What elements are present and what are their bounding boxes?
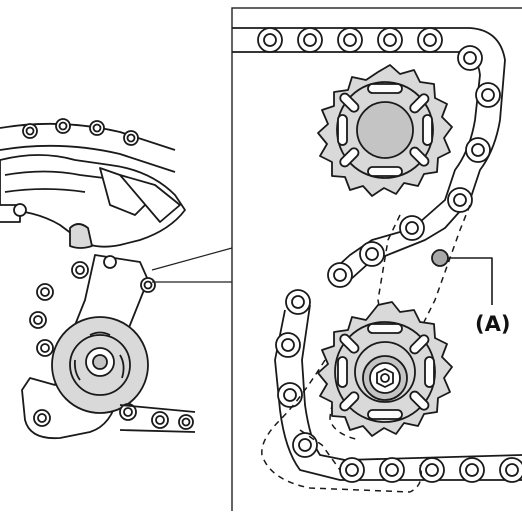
zoom-panel: [231, 7, 522, 515]
callout-label-a: (A): [475, 312, 511, 336]
overview-lower-pulley: [51, 316, 149, 414]
overview-lower-chain: [29, 261, 196, 433]
callout-leader-line: [448, 257, 493, 305]
callout-part-a: [431, 249, 449, 267]
overview-upper-chain: [0, 118, 176, 173]
zoom-connector: [151, 247, 233, 283]
zoom-upper-pulley: [317, 64, 453, 197]
zoom-chain: [232, 27, 522, 483]
zoom-lower-pulley: [317, 301, 453, 437]
overview-derailleur-body: [0, 154, 186, 248]
overview-upper-pulley: [69, 223, 93, 249]
overview-derailleur: [0, 118, 196, 440]
